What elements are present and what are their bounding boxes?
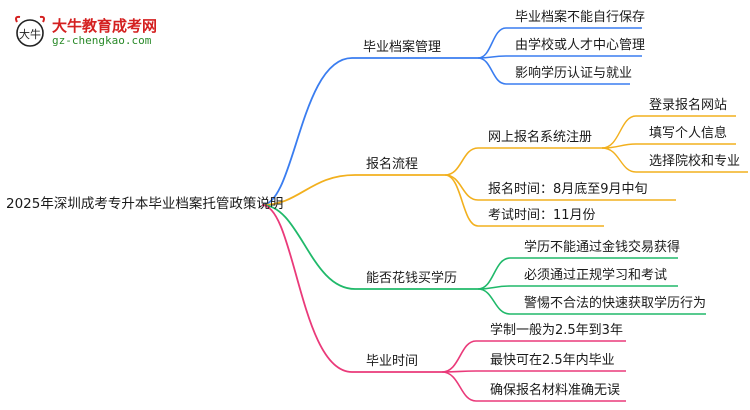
branch-4-leaf-1: 学制一般为2.5年到3年	[490, 323, 623, 338]
branch-2-child-3: 考试时间：11月份	[488, 208, 596, 223]
connector-b2-sub-3	[601, 147, 748, 173]
logo-mark-text: 大牛	[19, 27, 41, 41]
branch-2-label: 报名流程	[366, 157, 419, 172]
branch-3-leaf-1: 学历不能通过金钱交易获得	[524, 240, 681, 255]
site-logo[interactable]: 大牛 大牛教育成考网 gz-chengkao.com	[12, 14, 222, 54]
branch-2-sub-3: 选择院校和专业	[649, 154, 741, 169]
branch-1-leaf-2: 由学校或人才中心管理	[515, 38, 646, 53]
connector-b4-leaf-3	[441, 371, 626, 402]
connector-b3-leaf-2	[477, 285, 678, 290]
logo-url: gz-chengkao.com	[52, 34, 152, 47]
connector-root-branch-2	[261, 174, 356, 206]
connector-b1-leaf-3	[477, 57, 630, 85]
logo-title: 大牛教育成考网	[52, 17, 158, 35]
branch-1-leaf-1: 毕业档案不能自行保存	[515, 10, 646, 25]
connector-root-branch-4	[261, 204, 353, 373]
branch-4-leaf-3: 确保报名材料准确无误	[490, 383, 621, 398]
branch-1-label: 毕业档案管理	[363, 40, 442, 55]
branch-4-leaf-2: 最快可在2.5年内毕业	[490, 353, 615, 368]
connector-b3-leaf-1	[477, 257, 678, 290]
branch-2-child-1: 网上报名系统注册	[488, 130, 593, 145]
connector-b2-child-3	[444, 174, 604, 227]
branch-2-sub-1: 登录报名网站	[649, 98, 728, 113]
branch-3-label: 能否花钱买学历	[366, 271, 458, 286]
connector-b3-leaf-3	[477, 288, 706, 315]
connector-b1-leaf-2	[477, 55, 642, 59]
connector-b4-leaf-2	[441, 370, 626, 373]
branch-4-label: 毕业时间	[366, 354, 419, 369]
connector-b2-sub-1	[601, 115, 736, 149]
branch-2-child-2: 报名时间：8月底至9月中旬	[488, 182, 648, 197]
connector-root-branch-3	[261, 204, 356, 290]
mindmap-root: 2025年深圳成考专升本毕业档案托管政策说明	[6, 196, 284, 212]
connector-root-branch-1	[261, 57, 353, 206]
connector-b1-leaf-1	[477, 27, 642, 59]
bull-logo-icon: 大牛	[15, 15, 45, 47]
branch-1-leaf-3: 影响学历认证与就业	[515, 66, 633, 81]
branch-2-sub-2: 填写个人信息	[649, 126, 728, 141]
connector-b2-child-1	[444, 147, 602, 176]
connector-b4-leaf-1	[441, 340, 626, 373]
connector-b2-sub-2	[601, 143, 736, 149]
branch-3-leaf-2: 必须通过正规学习和考试	[524, 268, 668, 283]
branch-3-leaf-3: 警惕不合法的快速获取学历行为	[524, 296, 707, 311]
